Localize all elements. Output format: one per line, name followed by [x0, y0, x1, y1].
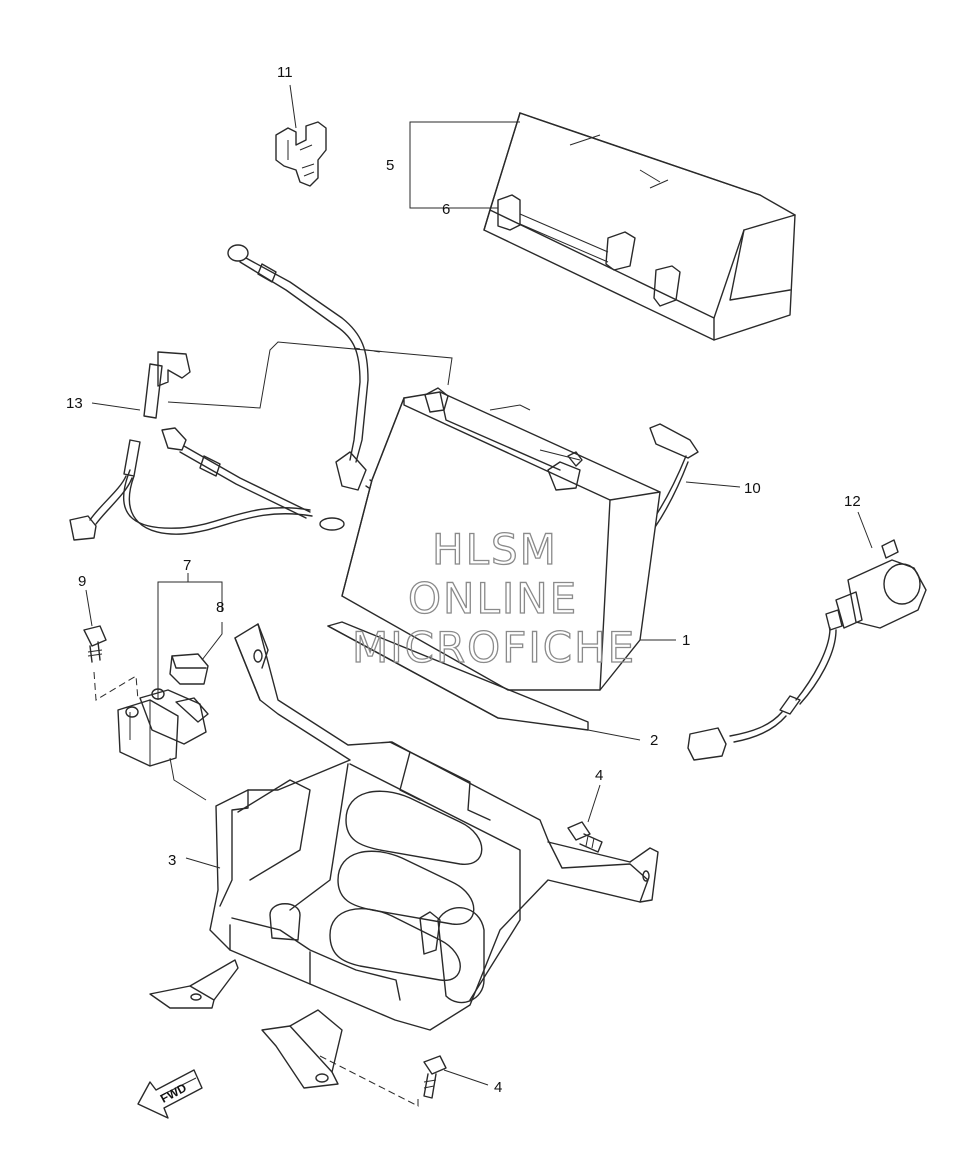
callout-5: 5 [386, 157, 394, 174]
callout-4-lower: 4 [494, 1079, 502, 1096]
part-5-battery-cover [483, 112, 796, 341]
fwd-arrow-icon: FWD [137, 1069, 203, 1119]
part-1-battery [341, 387, 661, 691]
callout-2: 2 [650, 732, 658, 749]
callout-9: 9 [78, 573, 86, 590]
callout-3: 3 [168, 852, 176, 869]
part-3-battery-bracket [149, 623, 659, 1089]
leader-4-lower-dashed [319, 1055, 419, 1107]
part-9-bolt [83, 625, 107, 663]
part-7-starter-relay [117, 688, 209, 767]
callout-labels: 1 2 3 4 4 5 6 7 8 9 10 11 12 13 [66, 64, 861, 1096]
callout-10: 10 [744, 480, 761, 497]
watermark-line-2: ONLINE [408, 574, 578, 623]
callout-8: 8 [216, 599, 224, 616]
part-2-pad [327, 621, 589, 731]
part-4-bolt-upper [567, 821, 603, 853]
watermark: HLSM ONLINE MICROFICHE [351, 524, 636, 672]
watermark-line-3: MICROFICHE [352, 623, 636, 672]
leader-lines-cables [167, 341, 453, 409]
callout-11: 11 [277, 64, 293, 81]
leader-9 [93, 671, 139, 701]
part-8-fuse [169, 653, 209, 685]
leader-7-relay [169, 757, 207, 801]
callout-13: 13 [66, 395, 83, 412]
callout-4-upper: 4 [595, 767, 603, 784]
part-13-lead-wire [69, 351, 345, 541]
part-11-clip [275, 121, 327, 187]
part-12-dc-socket [687, 539, 927, 761]
part-negative-cable [227, 244, 369, 491]
callout-7: 7 [183, 557, 191, 574]
callout-12: 12 [844, 493, 861, 510]
callout-6: 6 [442, 201, 450, 218]
watermark-line-1: HLSM [432, 525, 558, 574]
callout-leaders [85, 84, 873, 1086]
part-4-bolt-lower [423, 1055, 447, 1099]
callout-1: 1 [682, 632, 690, 649]
